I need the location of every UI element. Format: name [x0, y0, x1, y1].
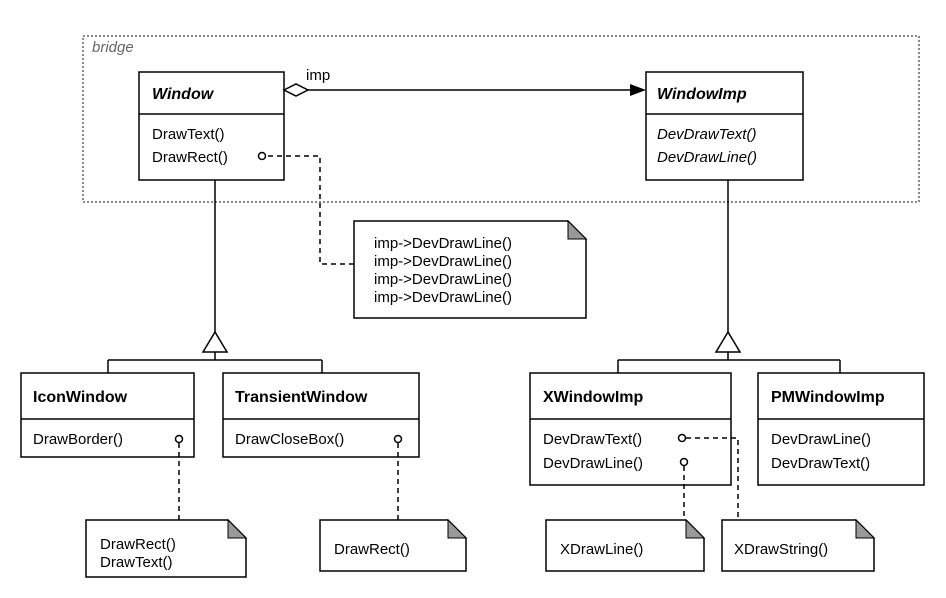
note-dogear — [567, 219, 588, 240]
inheritance-windowimp — [617, 180, 841, 373]
note-drawrect-impl: imp->DevDrawLine() imp->DevDrawLine() im… — [353, 219, 588, 319]
note-drawborder-impl: DrawRect() DrawText() — [85, 518, 248, 578]
class-windowimp-name: WindowImp — [657, 86, 747, 103]
note-line: imp->DevDrawLine() — [374, 271, 512, 288]
class-xwindowimp-name: XWindowImp — [543, 389, 644, 406]
note-xdrawstring-impl: XDrawString() — [721, 518, 876, 572]
class-pmwindowimp[interactable]: PMWindowImp DevDrawLine() DevDrawText() — [757, 372, 925, 486]
note-line: imp->DevDrawLine() — [374, 253, 512, 270]
note-line: DrawRect() — [100, 536, 176, 553]
note-dogear — [685, 518, 706, 539]
class-window[interactable]: Window DrawText() DrawRect() — [138, 71, 285, 181]
note-dogear — [227, 518, 248, 539]
note-line: imp->DevDrawLine() — [374, 289, 512, 306]
class-transientwindow[interactable]: TransientWindow DrawCloseBox() — [222, 372, 420, 458]
note-xdrawline-impl: XDrawLine() — [545, 518, 706, 572]
class-window-name: Window — [152, 86, 215, 103]
note-anchor-dot — [393, 434, 403, 444]
class-xwindowimp-op: DevDrawLine() — [543, 455, 643, 472]
association-imp: imp — [282, 67, 646, 97]
class-transientwindow-op: DrawCloseBox() — [235, 431, 344, 448]
class-iconwindow[interactable]: IconWindow DrawBorder() — [20, 372, 195, 458]
association-label: imp — [306, 67, 330, 84]
class-xwindowimp[interactable]: XWindowImp DevDrawText() DevDrawLine() — [529, 372, 732, 486]
class-pmwindowimp-op: DevDrawText() — [771, 455, 870, 472]
inheritance-window — [107, 180, 323, 373]
class-pmwindowimp-op: DevDrawLine() — [771, 431, 871, 448]
aggregation-diamond — [282, 83, 310, 97]
class-window-op: DrawRect() — [152, 149, 228, 166]
inheritance-triangle — [201, 330, 229, 353]
bridge-label: bridge — [92, 39, 134, 56]
bridge-frame — [82, 35, 920, 203]
note-line: DrawText() — [100, 554, 173, 571]
class-windowimp-op: DevDrawText() — [657, 126, 756, 143]
class-windowimp-op: DevDrawLine() — [657, 149, 757, 166]
note-drawclosebox-impl: DrawRect() — [319, 518, 468, 572]
class-transientwindow-name: TransientWindow — [235, 389, 368, 406]
note-dogear — [447, 518, 468, 539]
class-iconwindow-op: DrawBorder() — [33, 431, 123, 448]
note-anchor-dot — [174, 434, 184, 444]
note-line: XDrawLine() — [560, 541, 643, 558]
note-anchor-dot — [257, 151, 267, 161]
class-windowimp[interactable]: WindowImp DevDrawText() DevDrawLine() — [645, 71, 804, 181]
class-iconwindow-name: IconWindow — [33, 389, 128, 406]
class-window-op: DrawText() — [152, 126, 225, 143]
association-arrowhead — [630, 84, 646, 96]
class-pmwindowimp-name: PMWindowImp — [771, 389, 885, 406]
note-anchor-dot — [677, 433, 687, 443]
inheritance-triangle — [714, 330, 742, 353]
note-line: DrawRect() — [334, 541, 410, 558]
note-anchor-dot — [679, 457, 689, 467]
note-line: imp->DevDrawLine() — [374, 235, 512, 252]
note-dogear — [855, 518, 876, 539]
note-line: XDrawString() — [734, 541, 828, 558]
class-xwindowimp-op: DevDrawText() — [543, 431, 642, 448]
